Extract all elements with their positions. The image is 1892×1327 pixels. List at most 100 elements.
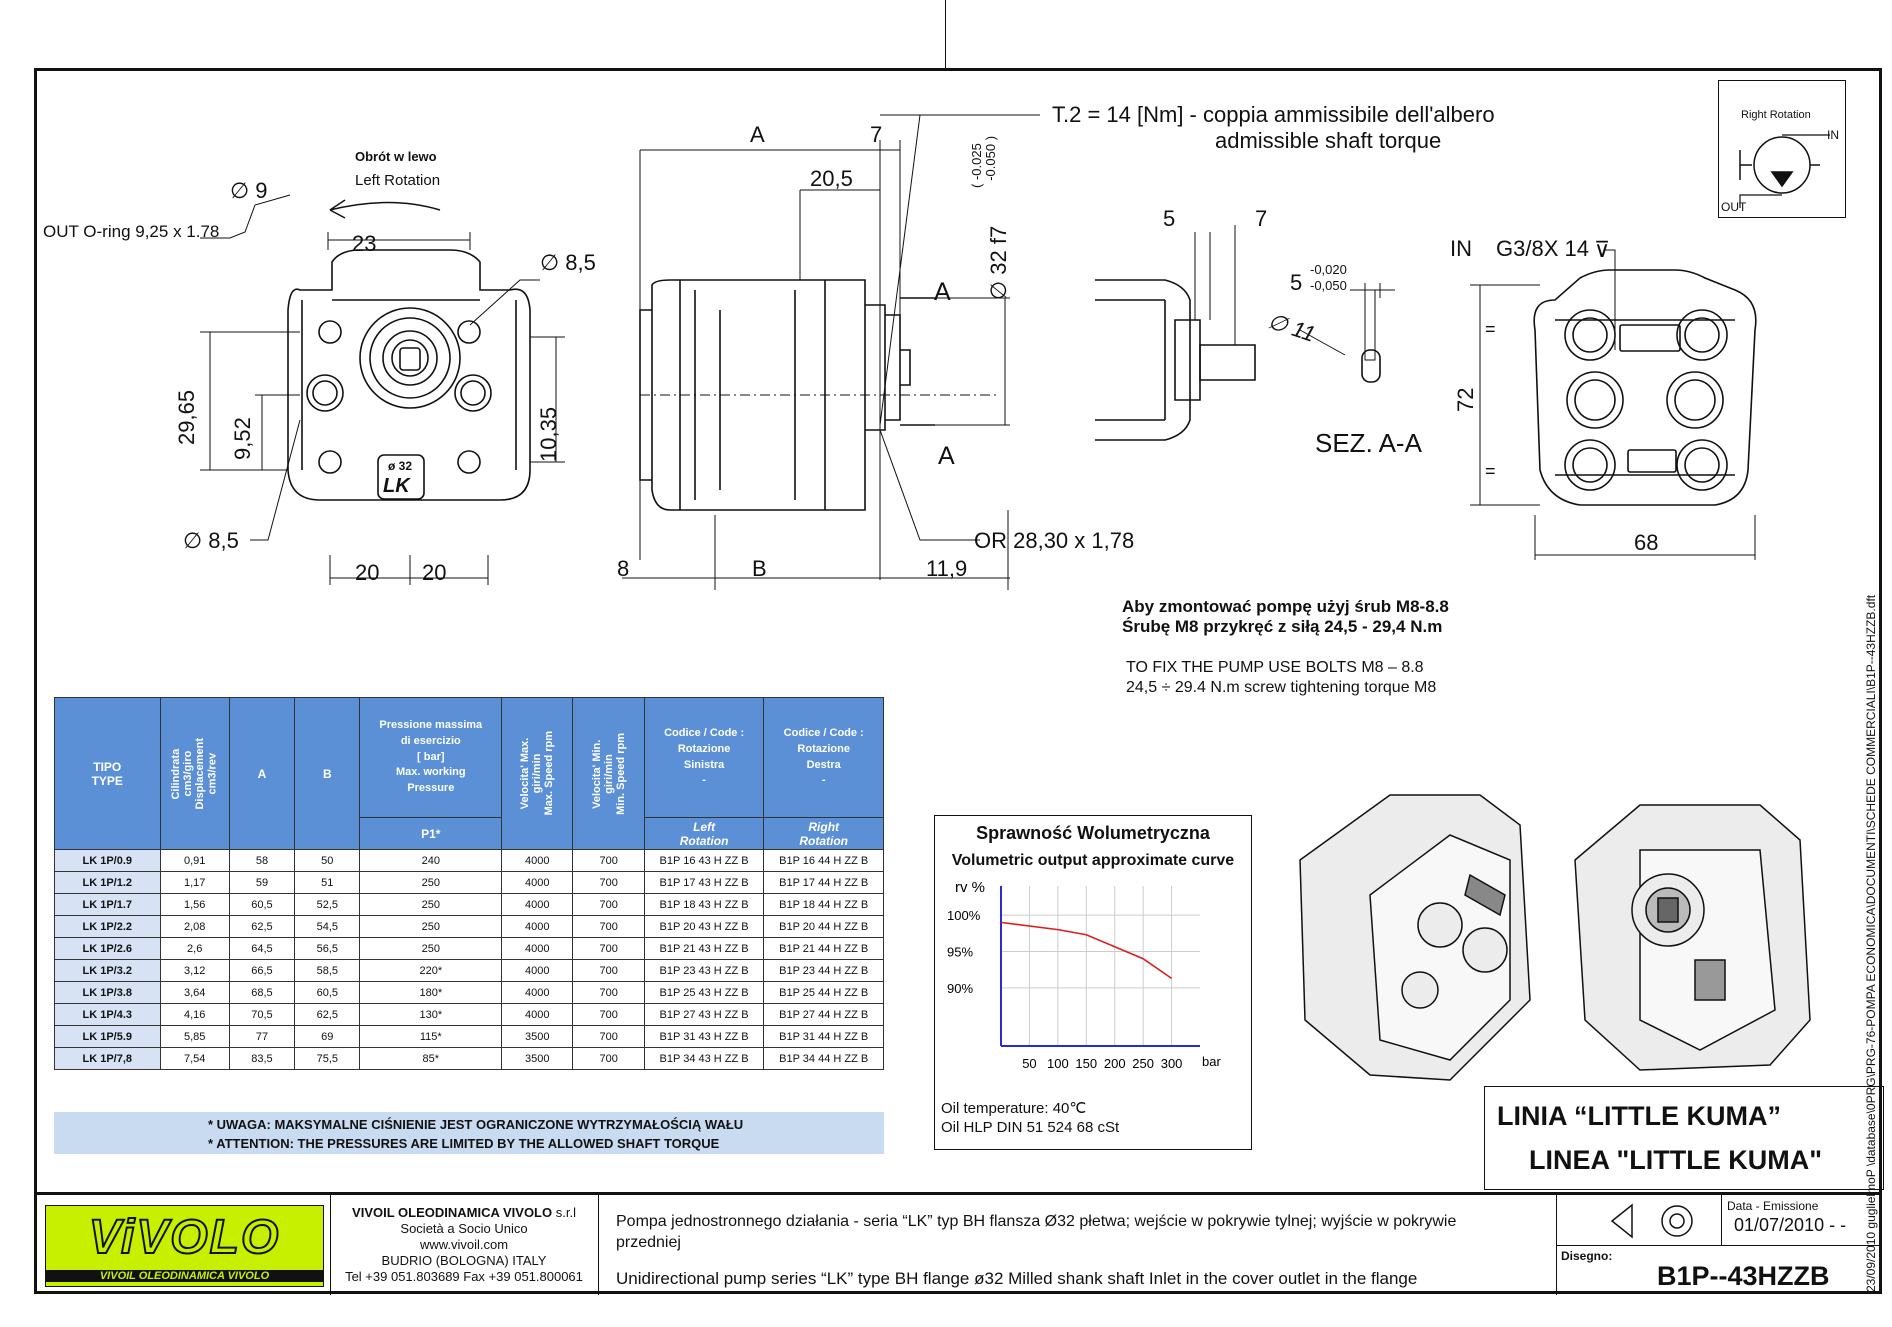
right-rotation-in: IN xyxy=(1827,128,1839,142)
dim-7-section: 7 xyxy=(1255,206,1268,231)
th-left-sub: Left Rotation xyxy=(643,817,765,850)
file-path: 23/09/2010 guglielmoP \database\0PRG\PRG… xyxy=(1864,594,1878,1292)
front-view-body xyxy=(287,249,531,501)
dim-72: 72 xyxy=(1453,387,1478,412)
torque-it-label: T.2 = 14 [Nm] - coppia ammissibile dell'… xyxy=(1052,102,1495,127)
th-left-code: Codice / Code : Rotazione Sinistra - xyxy=(643,697,765,818)
x-axis-label: bar xyxy=(1202,1054,1221,1069)
logo-text: ViVOLO xyxy=(88,1210,281,1265)
dim-205: 20,5 xyxy=(810,166,853,191)
registration-line xyxy=(945,0,946,68)
section-arrow-a-top: A xyxy=(934,278,951,306)
dim-2965: 29,65 xyxy=(174,389,199,445)
dim-20-right: 20 xyxy=(422,560,447,585)
volumetric-curve-box: Sprawność Wolumetryczna Volumetric outpu… xyxy=(934,815,1252,1150)
eq-mark-top: = xyxy=(1485,319,1496,339)
rotation-en-label: Left Rotation xyxy=(355,172,441,189)
x-tick-label: 300 xyxy=(1161,1056,1183,1071)
in-label: IN xyxy=(1450,236,1472,261)
thread-label: G3/8X 14 xyxy=(1496,236,1589,261)
lk-badge-frame xyxy=(377,454,425,500)
chart-footnote-1: Oil temperature: 40℃ xyxy=(941,1100,1087,1117)
front-port xyxy=(306,374,344,412)
description-en: Unidirectional pump series “LK” type BH … xyxy=(616,1269,1418,1288)
th-pressure: Pressione massima di esercizio [ bar] Ma… xyxy=(359,697,503,818)
iso-right-pump xyxy=(1574,804,1811,1071)
th-b: B xyxy=(294,697,361,850)
dim-23: 23 xyxy=(352,231,377,256)
dim-d85-bottom: ∅ 8,5 xyxy=(183,528,239,553)
y-tick-label: 100% xyxy=(947,908,981,923)
mount-pl-1: Aby zmontować pompę użyj śrub M8-8.8 xyxy=(1122,597,1449,616)
company-logo: ViVOLO VIVOIL OLEODINAMICA VIVOLO xyxy=(45,1205,324,1287)
y-axis-label: rv % xyxy=(955,879,985,896)
company-line-2: www.vivoil.com xyxy=(419,1237,509,1252)
dim-68: 68 xyxy=(1634,530,1659,555)
x-tick-label: 200 xyxy=(1104,1056,1126,1071)
dim-5-key: 5 xyxy=(1290,270,1303,295)
section-view xyxy=(1095,279,1191,441)
chart-title: Sprawność Wolumetryczna xyxy=(976,823,1210,843)
th-right-code: Codice / Code : Rotazione Destra - xyxy=(763,697,884,818)
dim-8: 8 xyxy=(617,556,630,581)
th-pressure-sub: P1* xyxy=(359,817,503,850)
badge-lk: LK xyxy=(383,475,410,497)
company-name: VIVOIL OLEODINAMICA VIVOLO xyxy=(352,1205,553,1220)
key-tol-1: -0,020 xyxy=(1310,262,1347,277)
right-rotation-box: Right Rotation IN OUT xyxy=(1718,80,1846,218)
front-shaft-outer xyxy=(359,307,461,409)
th-vmax: Velocita' Max. giri/min Max. Speed rpm xyxy=(519,731,556,816)
spec-table: TIPO TYPE Cilindrata cm3/giro Displaceme… xyxy=(54,697,884,1070)
company-line-4: Tel +39 051.803689 Fax +39 051.800061 xyxy=(345,1269,583,1284)
or-label: OR 28,30 x 1,78 xyxy=(974,528,1135,553)
dim-b: B xyxy=(752,556,767,581)
x-tick-label: 250 xyxy=(1132,1056,1154,1071)
key-tol-2: -0,050 xyxy=(1310,278,1347,293)
rear-view-body xyxy=(1533,269,1757,506)
product-line-pl: LINIA “LITTLE KUMA” xyxy=(1497,1101,1781,1131)
torque-en-label: admissible shaft torque xyxy=(1215,128,1442,153)
th-tipo: TIPO TYPE xyxy=(54,697,161,850)
right-rotation-out: OUT xyxy=(1721,200,1747,214)
side-view-body xyxy=(651,279,866,511)
product-line-it: LINEA "LITTLE KUMA" xyxy=(1529,1145,1823,1175)
badge-diameter: ø 32 xyxy=(388,459,413,473)
dim-20-left: 20 xyxy=(355,560,380,585)
date-value: 01/07/2010 - - xyxy=(1734,1215,1847,1235)
front-hole-a xyxy=(318,320,342,344)
mount-pl-2: Śrubę M8 przykręć z siłą 24,5 - 29,4 N.m xyxy=(1122,617,1443,636)
company-info: VIVOIL OLEODINAMICA VIVOLO s.r.l Società… xyxy=(335,1205,593,1285)
dim-tolerance: ( -0.025 -0.050 ) xyxy=(969,135,999,188)
logo-subtext: VIVOIL OLEODINAMICA VIVOLO xyxy=(46,1270,323,1282)
section-title: SEZ. A-A xyxy=(1315,428,1422,458)
mount-en-1: TO FIX THE PUMP USE BOLTS M8 – 8.8 xyxy=(1126,659,1424,676)
eq-mark-bottom: = xyxy=(1485,461,1496,481)
depth-symbol: ⊽ xyxy=(1594,237,1611,262)
th-right-sub: Right Rotation xyxy=(763,817,884,850)
th-vmin: Velocita' Min. giri/min Min. Speed rpm xyxy=(590,732,627,815)
drawing-label: Disegno: xyxy=(1561,1249,1613,1263)
iso-left-pump xyxy=(1299,794,1531,1081)
dim-5-section: 5 xyxy=(1163,206,1176,231)
company-line-1: Società a Socio Unico xyxy=(400,1221,528,1236)
dim-d85-top: ∅ 8,5 xyxy=(540,250,596,275)
note-pl: * UWAGA: MAKSYMALNE CIŚNIENIE JEST OGRAN… xyxy=(208,1117,744,1132)
mount-en-2: 24,5 ÷ 29.4 N.m screw tightening torque … xyxy=(1126,679,1437,696)
chart-footnote-2: Oil HLP DIN 51 524 68 cSt xyxy=(941,1119,1120,1136)
x-tick-label: 150 xyxy=(1075,1056,1097,1071)
company-suffix: s.r.l xyxy=(555,1205,576,1220)
rotation-pl-label: Obrót w lewo xyxy=(355,149,437,164)
dim-d32: ∅ 32 f7 xyxy=(986,225,1011,300)
